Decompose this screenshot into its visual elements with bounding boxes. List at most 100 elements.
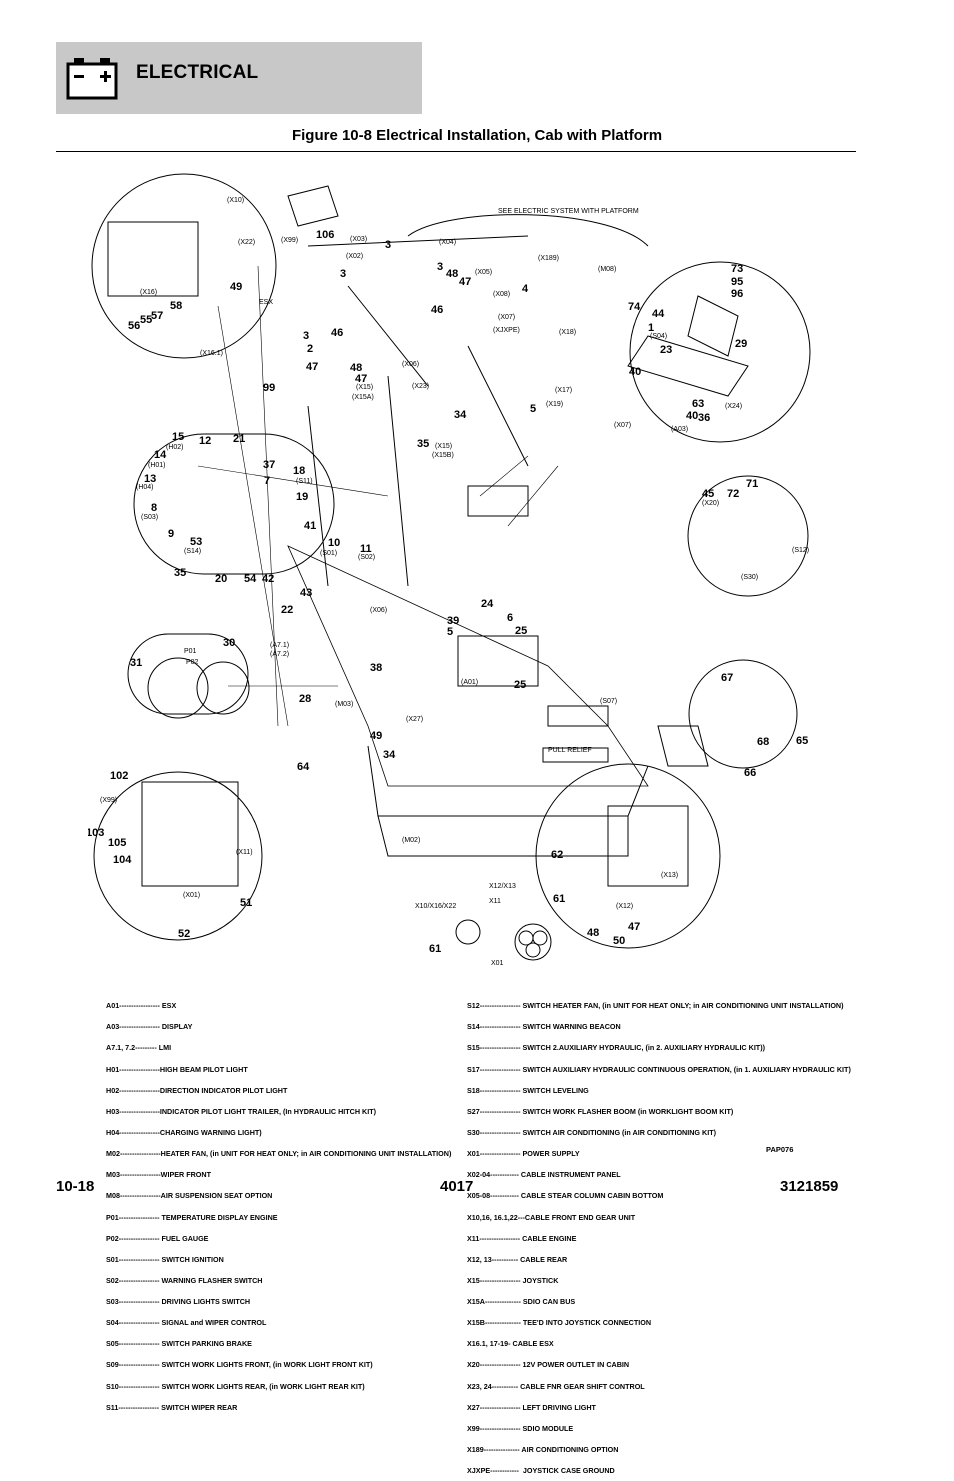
conn-label: (S30): [741, 574, 758, 581]
conn-label: (X17): [555, 387, 572, 394]
conn-label: (S07): [600, 698, 617, 705]
callout: 102: [110, 770, 128, 782]
legend-item: S03----------------- DRIVING LIGHTS SWIT…: [106, 1297, 251, 1307]
legend-item: S05----------------- SWITCH PARKING BRAK…: [106, 1339, 252, 1349]
callout: 39: [447, 615, 459, 627]
callout: 104: [113, 854, 132, 866]
conn-label: (A01): [461, 679, 478, 686]
legend-item: S11----------------- SWITCH WIPER REAR: [106, 1402, 238, 1412]
callout: 37: [263, 459, 275, 471]
callout: 47: [306, 361, 318, 373]
conn-label: (S14): [184, 548, 201, 555]
callout: 56: [128, 320, 140, 332]
callout: 63: [692, 398, 704, 410]
callout: 45: [702, 488, 714, 500]
legend-item: X10,16, 16.1,22---CABLE FRONT END GEAR U…: [467, 1212, 636, 1222]
callout: 103: [88, 827, 104, 839]
legend-item: M02-----------------HEATER FAN, (in UNIT…: [106, 1149, 452, 1159]
callout: 30: [223, 637, 235, 649]
callout: 23: [660, 344, 672, 356]
figure-code: PAP076: [766, 1145, 794, 1154]
conn-label: (X08): [493, 291, 510, 298]
callout: 47: [459, 276, 471, 288]
callout: 40: [686, 410, 698, 422]
conn-label: (X13): [661, 872, 678, 879]
legend-item: S30----------------- SWITCH AIR CONDITIO…: [467, 1127, 716, 1137]
conn-label: (X15A): [352, 394, 374, 401]
figure-title: Figure 10-8 Electrical Installation, Cab…: [291, 127, 663, 144]
legend-left: A01----------------- ESX A03------------…: [106, 988, 451, 1418]
callout: 48: [350, 362, 362, 374]
callout: 10: [328, 537, 340, 549]
callout: 25: [514, 679, 526, 691]
callout: 48: [446, 268, 458, 280]
conn-label: (X06): [370, 607, 387, 614]
conn-label: (M03): [335, 701, 353, 708]
conn-label: (XJXPE): [493, 327, 520, 334]
legend-item: X23, 24----------- CABLE FNR GEAR SHIFT …: [467, 1381, 645, 1391]
legend-item: S15----------------- SWITCH 2.AUXILIARY …: [467, 1043, 765, 1053]
callout: 47: [355, 373, 367, 385]
legend-item: H02-----------------DIRECTION INDICATOR …: [106, 1085, 288, 1095]
conn-label: (X12): [616, 903, 633, 910]
callout: 48: [587, 927, 599, 939]
conn-label: (X04): [439, 239, 456, 246]
callout: 29: [735, 338, 747, 350]
legend-item: X12, 13----------- CABLE REAR: [467, 1254, 568, 1264]
conn-label: P01: [184, 648, 197, 655]
legend-item: P01----------------- TEMPERATURE DISPLAY…: [106, 1212, 278, 1222]
header-rule: [56, 151, 856, 152]
conn-label: (S11): [296, 478, 313, 485]
conn-label: (A7.2): [270, 651, 289, 658]
callout: 61: [429, 943, 441, 955]
conn-label: (X10): [227, 197, 244, 204]
conn-label: (X15B): [432, 452, 454, 459]
legend-item: X05-08------------ CABLE STEAR COLUMN CA…: [467, 1191, 664, 1201]
callout: 105: [108, 837, 126, 849]
callout: 3: [437, 261, 443, 273]
conn-label: (H02): [166, 444, 184, 451]
legend-item: XJXPE------------ JOYSTICK CASE GROUND: [467, 1466, 615, 1476]
callout: 58: [170, 300, 182, 312]
callout: 3: [385, 239, 391, 251]
callout: 99: [263, 382, 275, 394]
diagram-note: SEE ELECTRIC SYSTEM WITH PLATFORM: [498, 208, 639, 215]
conn-label: (X99): [281, 237, 298, 244]
callout: 40: [629, 366, 641, 378]
legend-item: X01----------------- POWER SUPPLY: [467, 1149, 580, 1159]
conn-label: (A7.1): [270, 642, 289, 649]
detail-circle-joystick: [629, 261, 811, 443]
legend-item: X189--------------- AIR CONDITIONING OPT…: [467, 1445, 619, 1455]
conn-label: (X20): [702, 500, 719, 507]
callout: 38: [370, 662, 382, 674]
callout: 8: [151, 502, 157, 514]
conn-label: (S02): [358, 554, 375, 561]
callout: 35: [174, 567, 186, 579]
electrical-installation-diagram: SEE ELECTRIC SYSTEM WITH PLATFORM PULL R…: [88, 173, 811, 967]
legend-item: S01----------------- SWITCH IGNITION: [106, 1254, 224, 1264]
legend-item: S10----------------- SWITCH WORK LIGHTS …: [106, 1381, 365, 1391]
conn-label: (X06): [402, 361, 419, 368]
callout: 71: [746, 478, 758, 490]
callout: 51: [240, 897, 252, 909]
callout: 14: [154, 449, 167, 461]
conn-label: (X07): [498, 314, 515, 321]
detail-circle-horn: [688, 659, 798, 769]
callout: 46: [331, 327, 343, 339]
page-number: 10-18: [56, 1178, 95, 1195]
callout: 5: [530, 403, 536, 415]
legend-item: A7.1, 7.2--------- LMI: [106, 1043, 172, 1053]
callout: 12: [199, 435, 211, 447]
detail-oval-gauges: [127, 633, 249, 715]
callout: 49: [370, 730, 382, 742]
callout: 42: [262, 573, 274, 585]
battery-icon: [65, 53, 119, 101]
callout: 65: [796, 735, 808, 747]
callout: 35: [417, 438, 429, 450]
detail-circle-front-ecu: [91, 173, 277, 359]
conn-label: (X23): [412, 383, 429, 390]
conn-label: (X15): [435, 443, 452, 450]
callout: 47: [628, 921, 640, 933]
callout: 50: [613, 935, 625, 947]
conn-label: (X15): [356, 384, 373, 391]
